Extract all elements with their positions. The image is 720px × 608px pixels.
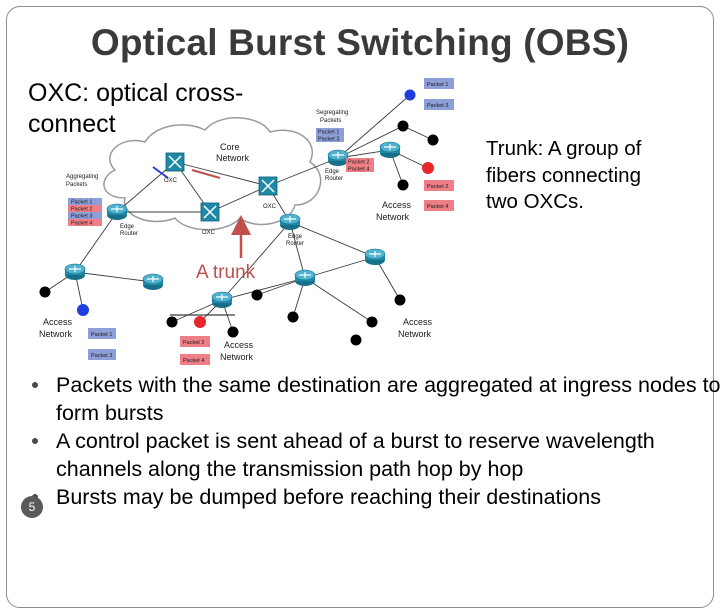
- packet-tag-label: Packet 1: [71, 200, 92, 206]
- oxc-icon: [258, 176, 278, 196]
- access-network-label: Access: [43, 317, 73, 327]
- packet-tag-label: Packet 2: [348, 160, 369, 166]
- bullet-text: A control packet is sent ahead of a burs…: [56, 429, 655, 481]
- packet-tag-label: Packet 1: [91, 332, 112, 338]
- host-node: [394, 294, 406, 306]
- host-node-red: [422, 162, 434, 174]
- access-network-label: Network: [398, 329, 432, 339]
- trunk-definition: Trunk: A group of fibers connecting two …: [486, 136, 641, 216]
- host-node-blue: [77, 304, 89, 316]
- trunk-label: A trunk: [196, 262, 256, 283]
- core-network-label: Network: [216, 153, 250, 163]
- access-network-label: Network: [376, 212, 410, 222]
- edge-router-icon: [327, 149, 349, 167]
- trunk-definition-line: fibers connecting: [486, 163, 641, 187]
- router-icon: [379, 141, 401, 159]
- packet-tag-label: Packet 3: [71, 214, 92, 220]
- packet-tag-label: Packet 2: [183, 340, 204, 346]
- router-icon: [294, 269, 316, 287]
- segregating-packets-label: Segregating: [316, 110, 348, 116]
- packet-tag-label: Packet 1: [427, 82, 448, 88]
- bullet-dot: [32, 438, 38, 444]
- host-node-red: [194, 316, 206, 328]
- oxc-icon: [200, 202, 220, 222]
- host-node: [227, 326, 239, 338]
- bullet-item: Bursts may be dumped before reaching the…: [30, 484, 720, 512]
- access-network-label: Network: [220, 352, 254, 362]
- access-network-label: Access: [224, 340, 254, 350]
- host-node-blue: [404, 89, 416, 101]
- bullet-dot: [32, 382, 38, 388]
- oxc-icon: [165, 152, 185, 172]
- edge-router-label: Router: [286, 241, 304, 247]
- access-network-label: Network: [39, 329, 73, 339]
- packet-tag-label: Packet 4: [183, 358, 204, 364]
- core-network-label: Core: [220, 142, 240, 152]
- aggregating-packets-label: Packets: [66, 182, 87, 188]
- edge-router-label: Edge: [120, 224, 135, 230]
- access-network-label: Access: [382, 200, 412, 210]
- router-icon: [142, 273, 164, 291]
- edge-router-icon: [279, 213, 301, 231]
- access-network-label: Access: [403, 317, 433, 327]
- oxc-definition: OXC: optical cross- connect: [28, 78, 243, 140]
- packet-tag-label: Packet 3: [318, 137, 339, 143]
- trunk-definition-line: two OXCs.: [486, 190, 584, 213]
- host-node: [366, 316, 378, 328]
- packet-tag-label: Packet 3: [427, 103, 448, 109]
- bullet-text: Bursts may be dumped before reaching the…: [56, 485, 601, 509]
- oxc-label: OXC: [164, 178, 178, 184]
- host-node: [397, 120, 409, 132]
- packet-tag-label: Packet 1: [318, 130, 339, 136]
- bullet-text: Packets with the same destination are ag…: [56, 373, 720, 425]
- packet-tag-label: Packet 4: [71, 221, 92, 227]
- router-icon: [211, 291, 233, 309]
- oxc-definition-line: OXC: optical cross-: [28, 79, 244, 107]
- oxc-label: OXC: [202, 230, 216, 236]
- obs-network-diagram: Packet 1 Packet 3 Packet 2 Packet 4 Pack…: [39, 78, 454, 365]
- edge-router-label: Router: [120, 231, 138, 237]
- aggregating-packets-label: Aggregating: [66, 174, 98, 180]
- packet-tag-label: Packet 3: [91, 353, 112, 359]
- host-node: [397, 179, 409, 191]
- slide-title: Optical Burst Switching (OBS): [90, 22, 630, 63]
- page-number-badge: 5: [21, 496, 43, 518]
- burst-arrow: [152, 166, 169, 179]
- packet-tag-label: Packet 4: [427, 204, 448, 210]
- bullet-list: Packets with the same destination are ag…: [30, 372, 720, 513]
- host-node: [251, 289, 263, 301]
- oxc-definition-line: connect: [28, 110, 116, 138]
- host-node: [39, 286, 51, 298]
- bullet-item: Packets with the same destination are ag…: [30, 372, 720, 427]
- packet-tag-label: Packet 4: [348, 167, 369, 173]
- host-node: [166, 316, 178, 328]
- edge-router-label: Edge: [325, 169, 340, 175]
- packet-tag-label: Packet 2: [71, 207, 92, 213]
- router-icon: [364, 248, 386, 266]
- router-icon: [64, 263, 86, 281]
- burst-arrow: [191, 169, 221, 179]
- oxc-label: OXC: [263, 204, 277, 210]
- host-node: [427, 134, 439, 146]
- segregating-packets-label: Packets: [320, 118, 341, 124]
- edge-router-label: Edge: [288, 234, 303, 240]
- edge-router-label: Router: [325, 176, 343, 182]
- host-node: [350, 334, 362, 346]
- bullet-item: A control packet is sent ahead of a burs…: [30, 428, 720, 483]
- core-network-cloud: [103, 117, 322, 231]
- edge-router-icon: [106, 203, 128, 221]
- packet-tag-label: Packet 2: [427, 184, 448, 190]
- host-node: [287, 311, 299, 323]
- trunk-definition-line: Trunk: A group of: [486, 137, 642, 160]
